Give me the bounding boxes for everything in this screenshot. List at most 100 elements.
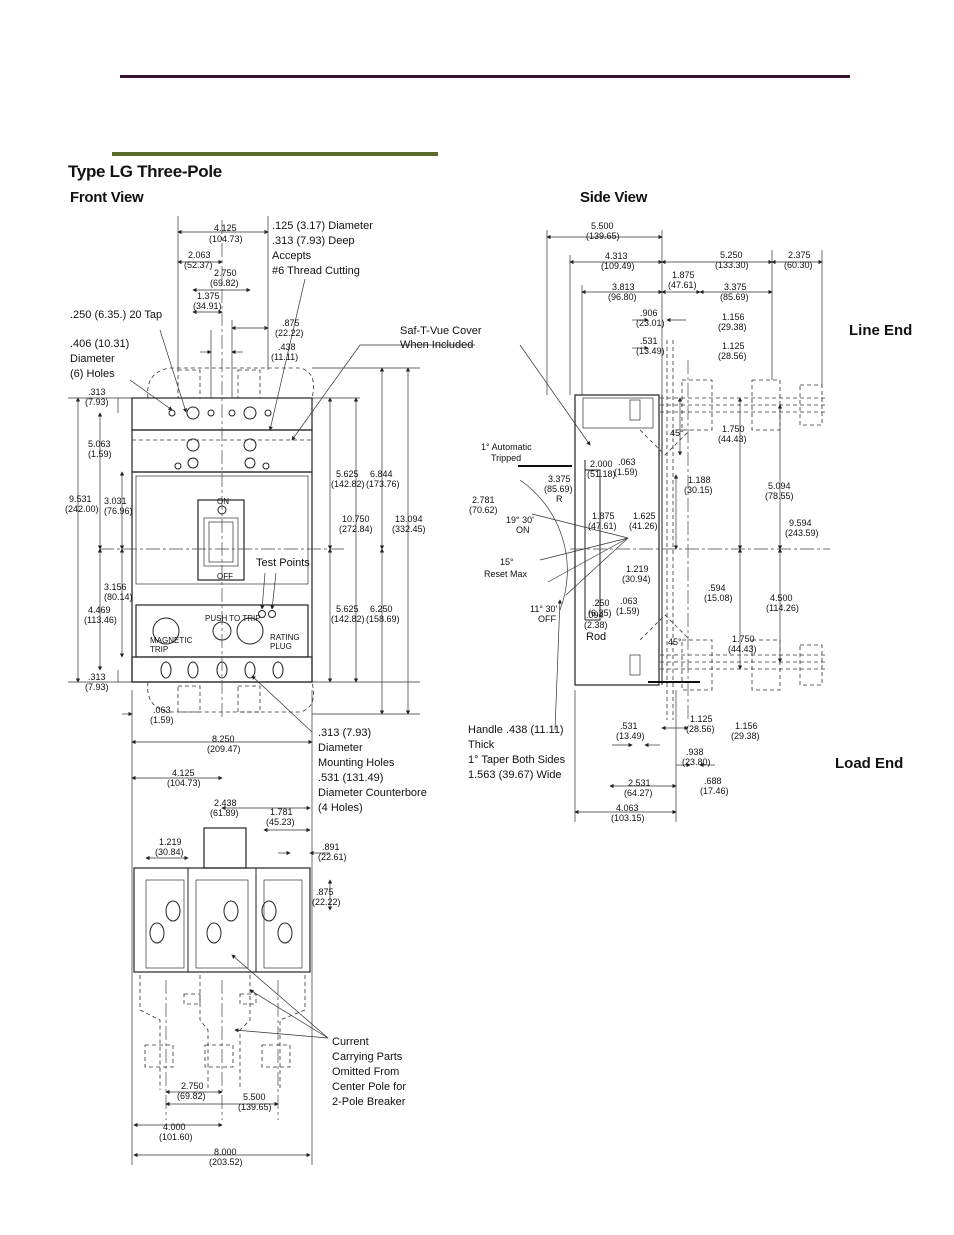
handle-note-2: Thick	[468, 739, 495, 751]
rating-plug	[236, 617, 264, 645]
header-rule	[120, 75, 850, 78]
dim-label: (104.73)	[167, 778, 201, 788]
dim-label: 6.250	[370, 604, 393, 614]
dim-label: (142.82)	[331, 479, 365, 489]
side-view-drawing	[518, 230, 830, 822]
front-top-lug	[177, 369, 201, 399]
dim-label: 2.781	[472, 495, 495, 505]
holes6-line3: (6) Holes	[70, 368, 115, 380]
dim-label: 4.063	[616, 803, 639, 813]
mount-note-line3: Mounting Holes	[318, 757, 395, 769]
dim-label: 4.000	[163, 1122, 186, 1132]
dim-label: 5.094	[768, 481, 791, 491]
tap-note: .250 (6.35.) 20 Tap	[70, 309, 162, 321]
pole-left	[145, 879, 185, 969]
dim-label: 1.781	[270, 807, 293, 817]
dim-label: (139.65)	[238, 1102, 272, 1112]
current-note-line3: Omitted From	[332, 1066, 399, 1078]
dim-label: 5.625	[336, 604, 359, 614]
dim-label: .063	[618, 457, 636, 467]
dim-label: 1.875	[672, 270, 695, 280]
dim-label: 2.375	[788, 250, 811, 260]
current-note-line4: Center Pole for	[332, 1081, 406, 1093]
dim-label: (22.22)	[312, 897, 341, 907]
magnetic-trip-label-1: MAGNETIC	[150, 636, 192, 645]
auto-tripped-2: Tripped	[491, 453, 521, 463]
hole-note-line1: .125 (3.17) Diameter	[272, 220, 373, 232]
dim-label: (203.52)	[209, 1157, 243, 1167]
dim-label: (69.82)	[210, 278, 239, 288]
dim-label: .313	[88, 387, 106, 397]
dim-label: 9.594	[789, 518, 812, 528]
dim-label: 1.125	[722, 341, 745, 351]
dim-label: (30.15)	[684, 485, 713, 495]
dim-label: .531	[640, 336, 658, 346]
magnetic-trip-label-2: TRIP	[150, 645, 168, 654]
off-angle-1: 11° 30'	[530, 604, 557, 614]
dim-label: (41.26)	[629, 521, 658, 531]
front-notes: .125 (3.17) Diameter .313 (7.93) Deep Ac…	[70, 220, 482, 1108]
dim-label: (51.18)	[587, 469, 616, 479]
dim-label: (52.37)	[184, 260, 213, 270]
dim-label: (13.49)	[616, 731, 645, 741]
dim-label: .875	[282, 318, 300, 328]
dim-label: (17.46)	[700, 786, 729, 796]
dim-label: (243.59)	[785, 528, 819, 538]
on-angle-2: ON	[516, 525, 530, 535]
dim-label: 2.750	[214, 268, 237, 278]
test-point-right	[268, 610, 276, 618]
end-view-body	[133, 867, 311, 973]
dim-label: 3.375	[724, 282, 747, 292]
dim-label: .891	[322, 842, 340, 852]
dim-label: .938	[686, 747, 704, 757]
reset-2: Reset Max	[484, 569, 528, 579]
dim-label: .906	[640, 308, 658, 318]
dim-label: 2.750	[181, 1081, 204, 1091]
dim-label: (272.84)	[339, 524, 373, 534]
dim-label: 3.156	[104, 582, 127, 592]
rod-2: (2.38)	[584, 620, 608, 630]
front-view-drawing	[68, 216, 475, 1165]
dim-label: (29.38)	[731, 731, 760, 741]
dim-label: 1.750	[732, 634, 755, 644]
test-points-label: Test Points	[256, 557, 310, 569]
front-top-lug-outline	[147, 367, 314, 399]
dim-label: .688	[704, 776, 722, 786]
dim-label: 1.156	[722, 312, 745, 322]
dim-label: (103.15)	[611, 813, 645, 823]
front-bottom-lug	[237, 685, 261, 713]
dim-label: (1.59)	[614, 467, 638, 477]
dim-label: 5.500	[591, 221, 614, 231]
dim-label: (109.49)	[601, 261, 635, 271]
dim-label: (1.59)	[88, 449, 112, 459]
front-bottom-lug-outline	[147, 681, 314, 713]
radius-1: 3.375	[548, 474, 571, 484]
dim-label: (209.47)	[207, 744, 241, 754]
dim-label: 4.313	[605, 251, 628, 261]
handle-note-1: Handle .438 (11.11)	[468, 724, 564, 736]
handle-note-3: 1° Taper Both Sides	[468, 754, 566, 766]
dim-label: .250	[592, 598, 610, 608]
dim-label: 1.219	[159, 837, 182, 847]
dim-label: .531	[620, 721, 638, 731]
push-to-trip-label: PUSH TO TRIP	[205, 614, 261, 623]
dim-label: 4.469	[88, 605, 111, 615]
dim-label: (7.93)	[85, 397, 109, 407]
dim-label: (242.00)	[65, 504, 99, 514]
handle-lever	[208, 521, 234, 563]
mount-note-line4: .531 (131.49)	[318, 772, 383, 784]
dim-label: (7.93)	[85, 682, 109, 692]
dim-label: .594	[708, 583, 726, 593]
reset-1: 15°	[500, 557, 514, 567]
off-angle-2: OFF	[538, 614, 556, 624]
dim-label: 1.219	[626, 564, 649, 574]
dim-label: (64.27)	[624, 788, 653, 798]
current-note-line1: Current	[332, 1036, 369, 1048]
bottom-terminal-holes	[160, 661, 284, 679]
radius-3: R	[556, 494, 563, 504]
dim-label: 1.125	[690, 714, 713, 724]
dim-label: .063	[620, 596, 638, 606]
dim-label: (61.89)	[210, 808, 239, 818]
current-carrying-parts	[139, 975, 306, 1090]
